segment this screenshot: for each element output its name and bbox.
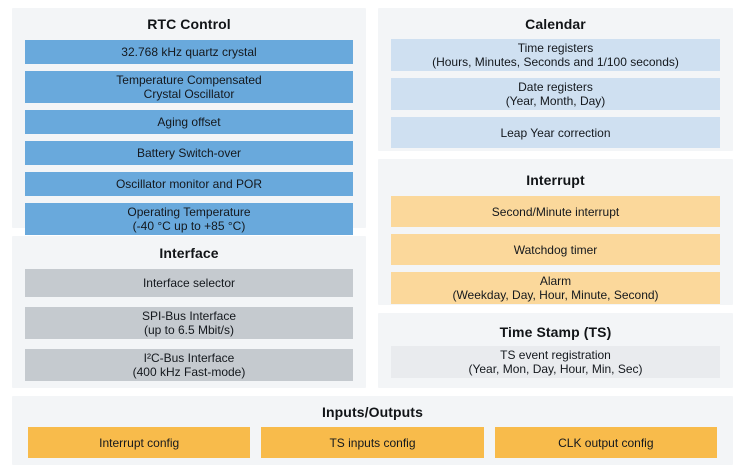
panel-inputs-outputs: Inputs/Outputs Interrupt config TS input… [12, 396, 733, 465]
section-title-interface: Interface [159, 245, 219, 261]
interrupt-blocks: Second/Minute interrupt Watchdog timer A… [391, 196, 720, 304]
block-tcxo: Temperature Compensated Crystal Oscillat… [25, 71, 353, 103]
block-watchdog-timer: Watchdog timer [391, 234, 720, 265]
block-spi-bus-interface: SPI-Bus Interface (up to 6.5 Mbit/s) [25, 307, 353, 339]
section-title-inputs-outputs: Inputs/Outputs [322, 404, 423, 420]
block-quartz-crystal: 32.768 kHz quartz crystal [25, 40, 353, 64]
time-stamp-blocks: TS event registration (Year, Mon, Day, H… [391, 346, 720, 378]
block-label: TS inputs config [329, 435, 416, 450]
block-label: Date registers [518, 80, 593, 94]
block-second-minute-interrupt: Second/Minute interrupt [391, 196, 720, 227]
interface-blocks: Interface selector SPI-Bus Interface (up… [25, 269, 353, 381]
block-aging-offset: Aging offset [25, 110, 353, 134]
section-title-rtc-control: RTC Control [147, 16, 231, 32]
block-label: Interrupt config [99, 435, 180, 450]
inputs-outputs-blocks: Interrupt config TS inputs config CLK ou… [28, 427, 717, 458]
block-battery-switchover: Battery Switch-over [25, 141, 353, 165]
block-label: SPI-Bus Interface [141, 309, 237, 323]
block-interface-selector: Interface selector [25, 269, 353, 297]
block-label: Oscillator monitor and POR [115, 177, 263, 191]
block-label: I²C-Bus Interface [143, 351, 235, 365]
block-label: Leap Year correction [500, 125, 611, 140]
panel-interrupt: Interrupt Second/Minute interrupt Watchd… [378, 159, 733, 305]
block-ts-event-registration: TS event registration (Year, Mon, Day, H… [391, 346, 720, 378]
block-label: (Weekday, Day, Hour, Minute, Second) [452, 288, 659, 302]
panel-calendar: Calendar Time registers (Hours, Minutes,… [378, 8, 733, 151]
block-clk-output-config: CLK output config [494, 427, 717, 458]
block-label: Time registers [517, 41, 594, 55]
block-label: Operating Temperature [127, 205, 251, 219]
section-title-calendar: Calendar [525, 16, 586, 32]
panel-time-stamp: Time Stamp (TS) TS event registration (Y… [378, 313, 733, 388]
block-label: (-40 °C up to +85 °C) [132, 219, 246, 233]
calendar-blocks: Time registers (Hours, Minutes, Seconds … [391, 39, 720, 148]
block-i2c-bus-interface: I²C-Bus Interface (400 kHz Fast-mode) [25, 349, 353, 381]
block-label: (400 kHz Fast-mode) [132, 365, 246, 379]
block-label: Interface selector [142, 276, 236, 290]
block-label: (Year, Mon, Day, Hour, Min, Sec) [468, 362, 643, 376]
block-label: Aging offset [157, 115, 221, 129]
panel-rtc-control: RTC Control 32.768 kHz quartz crystal Te… [12, 8, 366, 235]
block-label: Battery Switch-over [136, 146, 242, 160]
block-label: CLK output config [558, 435, 654, 450]
block-label: TS event registration [500, 348, 611, 362]
block-label: Crystal Oscillator [143, 87, 235, 101]
block-label: Alarm [539, 274, 572, 288]
block-date-registers: Date registers (Year, Month, Day) [391, 78, 720, 110]
block-oscillator-monitor-por: Oscillator monitor and POR [25, 172, 353, 196]
block-operating-temperature: Operating Temperature (-40 °C up to +85 … [25, 203, 353, 235]
section-title-time-stamp: Time Stamp (TS) [499, 324, 612, 340]
panel-interface: Interface Interface selector SPI-Bus Int… [12, 236, 366, 388]
block-label: Watchdog timer [513, 242, 598, 257]
block-interrupt-config: Interrupt config [28, 427, 251, 458]
block-label: (Year, Month, Day) [505, 94, 606, 108]
block-time-registers: Time registers (Hours, Minutes, Seconds … [391, 39, 720, 71]
block-alarm: Alarm (Weekday, Day, Hour, Minute, Secon… [391, 272, 720, 304]
block-leap-year-correction: Leap Year correction [391, 117, 720, 148]
block-label: Second/Minute interrupt [491, 204, 620, 219]
rtc-control-blocks: 32.768 kHz quartz crystal Temperature Co… [25, 40, 353, 235]
block-label: (Hours, Minutes, Seconds and 1/100 secon… [432, 55, 679, 69]
block-label: 32.768 kHz quartz crystal [121, 45, 257, 59]
block-label: Temperature Compensated [116, 73, 262, 87]
block-ts-inputs-config: TS inputs config [261, 427, 484, 458]
block-label: (up to 6.5 Mbit/s) [143, 323, 235, 337]
section-title-interrupt: Interrupt [526, 172, 585, 188]
